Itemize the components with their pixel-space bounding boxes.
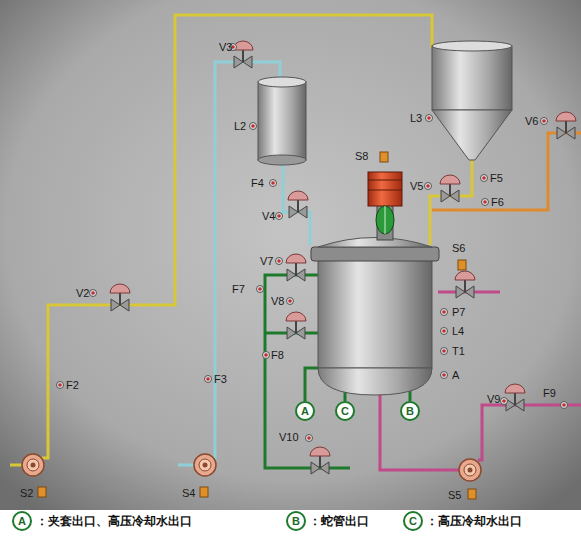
tag-label: V6 xyxy=(525,115,538,127)
outlet-circle: B xyxy=(286,511,306,531)
tag-label: V7 xyxy=(260,255,273,267)
tag-label: S5 xyxy=(448,489,461,501)
tag-label: F2 xyxy=(66,379,79,391)
tag-label: V5 xyxy=(410,180,423,192)
outlet-letter: B xyxy=(292,515,300,527)
outlet-circle: A xyxy=(12,511,32,531)
tag-label: S6 xyxy=(452,242,465,254)
tag-label: F5 xyxy=(490,172,503,184)
tag-label: L3 xyxy=(410,112,422,124)
legend-text: ：蛇管出口 xyxy=(309,514,369,528)
tag-label: V8 xyxy=(271,295,284,307)
tag-label: A xyxy=(452,369,459,381)
outlet-circle: B xyxy=(400,401,420,421)
tag-label: V10 xyxy=(279,431,299,443)
outlet-circle: C xyxy=(335,401,355,421)
tag-label: F3 xyxy=(214,373,227,385)
outlet-letter: B xyxy=(406,405,414,417)
legend-text: ：夹套出口、高压冷却水出口 xyxy=(36,514,192,528)
tag-label: V3 xyxy=(219,41,232,53)
tag-label: S8 xyxy=(355,150,368,162)
tag-label: S4 xyxy=(182,487,195,499)
legend-text: ：高压冷却水出口 xyxy=(426,514,522,528)
tag-label: V4 xyxy=(262,210,275,222)
tag-label: P7 xyxy=(452,306,465,318)
tag-label: V2 xyxy=(76,287,89,299)
tag-label: F9 xyxy=(543,387,556,399)
outlet-letter: A xyxy=(18,515,26,527)
tag-label: F4 xyxy=(251,177,264,189)
tag-label: F7 xyxy=(232,283,245,295)
tag-label: S2 xyxy=(20,487,33,499)
outlet-circle: A xyxy=(295,401,315,421)
tag-label: L4 xyxy=(452,325,464,337)
tag-label: F6 xyxy=(491,196,504,208)
tag-label: V9 xyxy=(487,393,500,405)
tag-label: F8 xyxy=(271,349,284,361)
tag-label: L2 xyxy=(234,120,246,132)
outlet-letter: C xyxy=(409,515,417,527)
tag-label: T1 xyxy=(452,345,465,357)
outlet-circle: C xyxy=(403,511,423,531)
outlet-letter: C xyxy=(341,405,349,417)
outlet-letter: A xyxy=(301,405,309,417)
